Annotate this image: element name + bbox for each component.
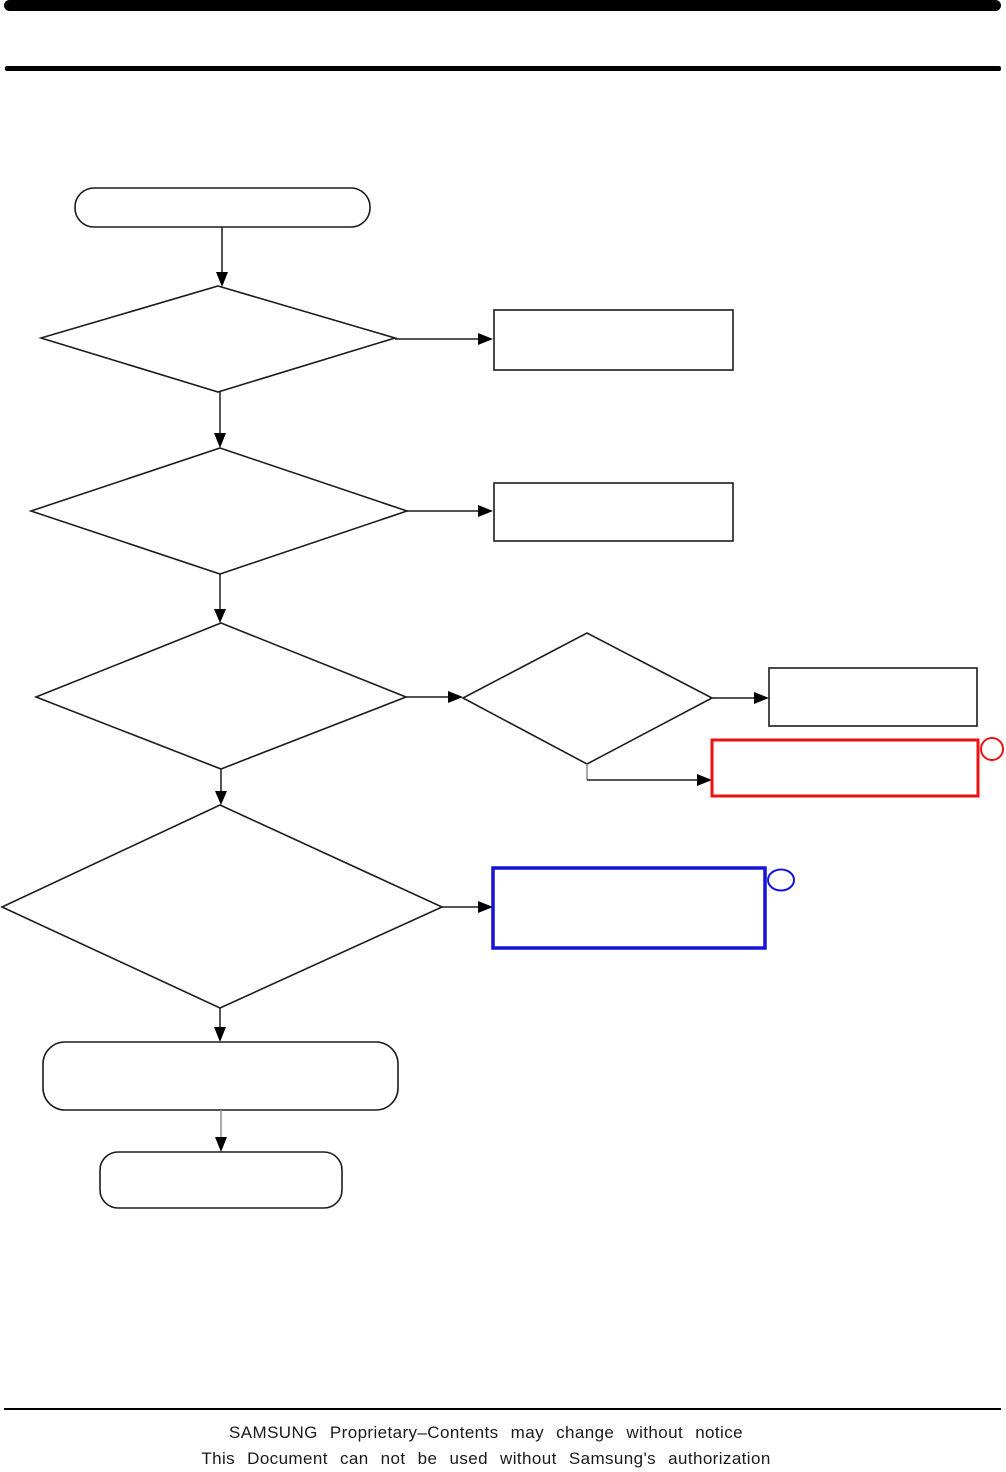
blue-callout-circle xyxy=(767,868,795,892)
top-black-bar xyxy=(4,0,1001,11)
arrowhead-right-icon xyxy=(697,774,712,786)
arrowhead-right-icon xyxy=(478,505,493,517)
decision-1-diamond xyxy=(38,285,398,393)
arrowhead-down-icon xyxy=(215,1137,227,1152)
footer-line-2: This Document can not be used without Sa… xyxy=(201,1449,771,1468)
arrowhead-down-icon xyxy=(216,272,228,287)
arrowhead-down-icon xyxy=(214,433,226,448)
red-callout-circle xyxy=(980,737,1004,761)
end-terminator-2 xyxy=(99,1151,343,1209)
action-3-box xyxy=(768,667,978,727)
action-5-blue-box xyxy=(491,866,767,950)
arrowhead-right-icon xyxy=(478,333,493,345)
action-4-red-box xyxy=(710,738,980,798)
action-1-box xyxy=(493,309,734,371)
footer: SAMSUNG Proprietary–Contents may change … xyxy=(0,1420,1006,1472)
decision-3-diamond xyxy=(33,622,409,770)
decision-5-diamond xyxy=(0,804,444,1009)
arrowhead-down-icon xyxy=(214,609,226,623)
arrowhead-right-icon xyxy=(478,901,493,913)
arrowhead-down-icon xyxy=(214,1027,226,1042)
start-terminator xyxy=(74,187,371,228)
arrowhead-right-icon xyxy=(754,692,769,704)
decision-4-diamond xyxy=(461,632,714,765)
footer-line-1: SAMSUNG Proprietary–Contents may change … xyxy=(229,1423,743,1442)
header-rule xyxy=(5,66,1001,71)
footer-rule xyxy=(4,1408,1001,1410)
decision-2-diamond xyxy=(28,447,410,575)
arrowhead-down-icon xyxy=(215,791,227,805)
end-terminator-1 xyxy=(42,1041,399,1111)
arrowhead-right-icon xyxy=(448,691,463,703)
action-2-box xyxy=(493,482,734,542)
